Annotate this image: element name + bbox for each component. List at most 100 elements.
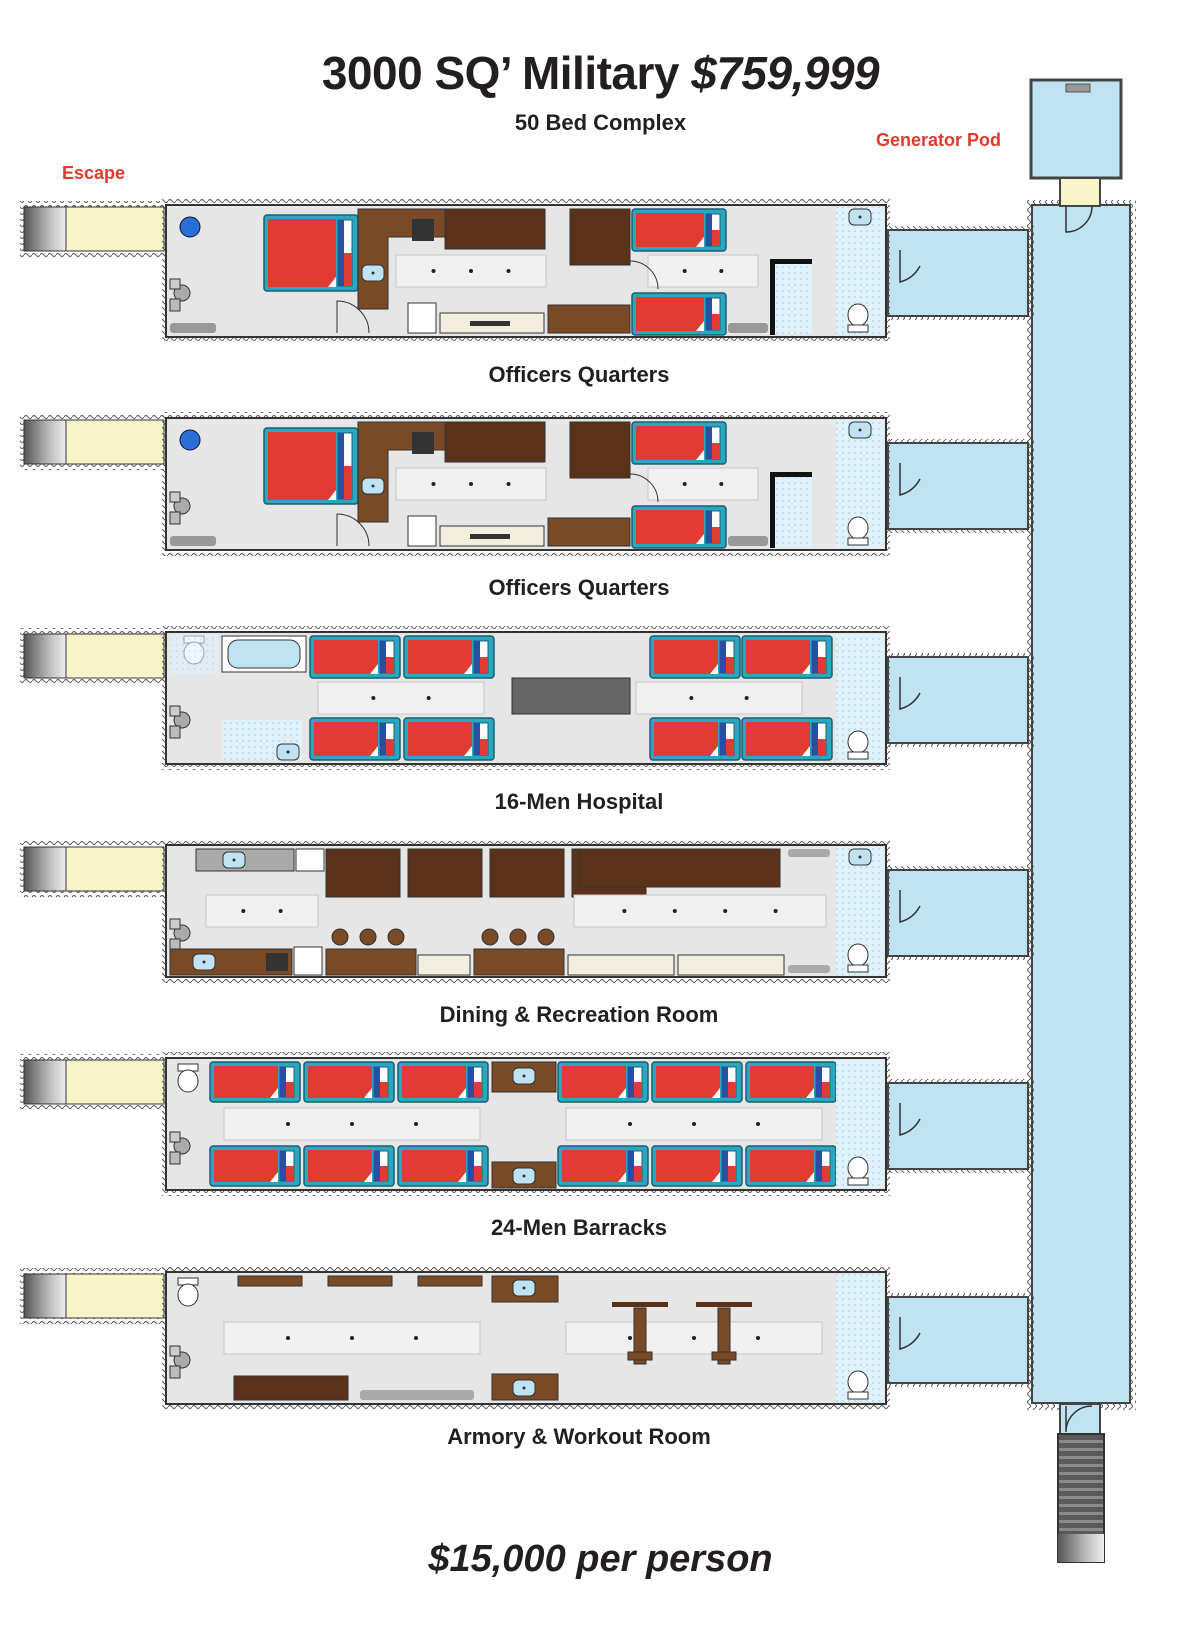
toilet-bowl	[847, 730, 869, 754]
mattress	[750, 1150, 814, 1182]
sheet-fold	[712, 1172, 720, 1182]
escape-hatch	[65, 1273, 165, 1319]
barbell	[612, 1302, 668, 1307]
gun-rack	[417, 1275, 483, 1287]
escape-tunnel	[23, 1059, 67, 1105]
bed	[403, 717, 495, 761]
bed	[263, 427, 359, 505]
hvac-box	[169, 1151, 181, 1165]
sheet-fold	[364, 1172, 372, 1182]
flag-red	[474, 1166, 482, 1181]
sheet-fold	[270, 1172, 278, 1182]
sink-drain	[202, 960, 206, 964]
bar-stool	[387, 928, 405, 946]
fridge	[407, 515, 437, 547]
hvac-unit	[169, 1131, 191, 1165]
mattress	[656, 1066, 720, 1098]
stove	[266, 953, 288, 971]
floor-rug	[573, 894, 827, 928]
flag-blue	[812, 723, 818, 755]
sofa	[444, 421, 546, 463]
unit-connector	[887, 869, 1029, 957]
shower-floor	[775, 477, 812, 547]
water-heater	[179, 216, 201, 238]
toilet-tank	[847, 1391, 869, 1400]
ceiling-light	[350, 1122, 354, 1126]
unit-connector	[887, 1082, 1029, 1170]
sheet-fold	[370, 664, 378, 674]
mattress	[636, 213, 704, 247]
escape-tunnel	[23, 419, 67, 465]
ceiling-light	[682, 269, 687, 273]
unit-connector	[887, 442, 1029, 530]
bed	[631, 208, 727, 252]
toilet-bowl	[847, 303, 869, 327]
ceiling-light	[672, 909, 677, 913]
door-swing	[899, 463, 921, 496]
heater	[170, 536, 216, 546]
ceiling-light	[506, 269, 511, 273]
sheet-fold	[270, 1088, 278, 1098]
sheet-fold	[712, 1088, 720, 1098]
flag-red	[712, 314, 720, 330]
toilet-tank	[847, 964, 869, 973]
toilet-tank	[847, 324, 869, 333]
hvac-box	[169, 1345, 181, 1357]
sheet-fold	[328, 277, 336, 287]
door-swing	[336, 300, 370, 334]
toilet	[177, 1277, 199, 1307]
flag-red	[286, 1166, 294, 1181]
sheet-fold	[802, 746, 810, 756]
ceiling-light	[350, 1336, 354, 1340]
sheet-fold	[696, 534, 704, 544]
fridge	[407, 302, 437, 334]
flag-blue	[380, 641, 386, 673]
unit-label-officers-1: Officers Quarters	[488, 362, 670, 387]
flag-blue	[706, 298, 712, 330]
ceiling-light	[744, 696, 749, 700]
page-subtitle: 50 Bed Complex	[514, 110, 687, 135]
shower-wall	[770, 259, 812, 264]
sheet-fold	[806, 1088, 814, 1098]
sofa	[444, 208, 546, 250]
flag-red	[634, 1166, 642, 1181]
bed	[303, 1145, 395, 1187]
unit-connector	[887, 1296, 1029, 1384]
mattress	[636, 426, 704, 460]
flag-red	[818, 657, 826, 673]
bed	[631, 292, 727, 336]
gun-rack	[237, 1275, 303, 1287]
unit-label-officers-2: Officers Quarters	[488, 575, 670, 600]
bed	[309, 635, 401, 679]
weight-bench	[717, 1307, 731, 1365]
hvac-unit	[169, 705, 191, 739]
toilet	[177, 1063, 199, 1093]
bar-counter	[325, 948, 417, 976]
floor-rug	[647, 254, 759, 288]
booth-seat	[489, 848, 565, 898]
unit-label-hospital: 16-Men Hospital	[494, 789, 664, 814]
floor-rug	[317, 681, 485, 715]
flag-red	[474, 1082, 482, 1097]
flag-blue	[816, 1067, 822, 1097]
flag-blue	[816, 1151, 822, 1181]
ceiling-light	[278, 909, 283, 913]
ceiling-light	[628, 1122, 632, 1126]
flag-blue	[338, 433, 344, 499]
bar-stool	[509, 928, 527, 946]
flag-red	[726, 657, 734, 673]
toilet	[847, 516, 869, 546]
flag-blue	[380, 723, 386, 755]
bar-counter	[473, 948, 565, 976]
flag-red	[728, 1166, 736, 1181]
mattress	[402, 1150, 466, 1182]
bar-stool	[481, 928, 499, 946]
fridge	[293, 946, 323, 976]
flag-blue	[706, 511, 712, 543]
mattress	[402, 1066, 466, 1098]
ceiling-light	[756, 1122, 760, 1126]
sofa	[579, 848, 781, 888]
escape-tunnel	[23, 633, 67, 679]
ceiling-light	[371, 696, 376, 700]
mattress	[314, 640, 378, 674]
